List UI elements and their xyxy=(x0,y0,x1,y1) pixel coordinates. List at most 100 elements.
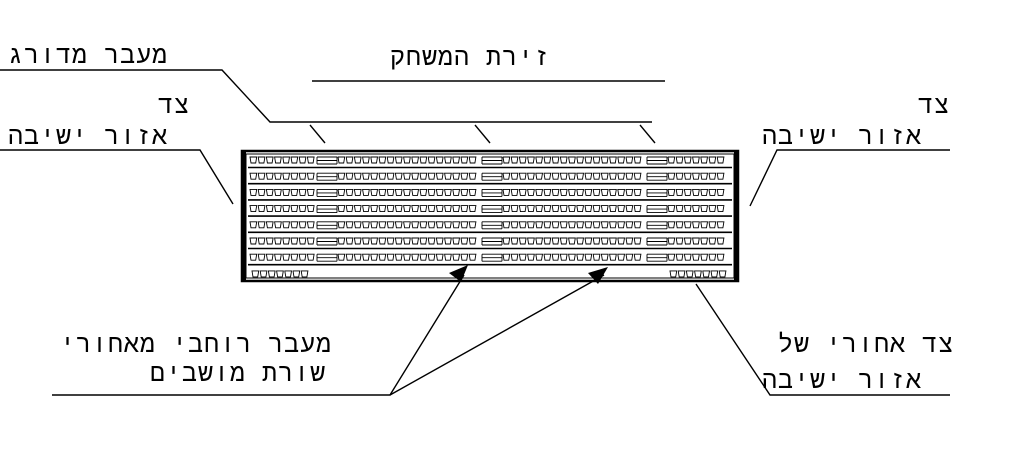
seat xyxy=(667,205,676,213)
seat xyxy=(592,156,601,164)
seat xyxy=(584,205,593,213)
seat xyxy=(675,253,684,261)
seat xyxy=(337,237,346,245)
seat xyxy=(265,188,274,196)
seat xyxy=(403,205,411,213)
seat xyxy=(257,237,266,245)
seat xyxy=(510,237,519,245)
right-side-leader xyxy=(749,149,950,207)
seat xyxy=(510,156,519,164)
seat xyxy=(576,253,585,261)
seat xyxy=(675,237,684,245)
seat xyxy=(394,237,403,245)
seat xyxy=(370,205,379,213)
seat xyxy=(353,237,362,245)
seat xyxy=(345,221,354,229)
seat xyxy=(592,221,601,229)
seat xyxy=(518,172,527,180)
seat xyxy=(584,188,593,196)
seat xyxy=(435,237,444,245)
seat xyxy=(502,205,511,213)
seat xyxy=(249,237,258,245)
seat xyxy=(559,205,568,213)
seat xyxy=(576,221,585,229)
seat xyxy=(290,156,299,164)
seat xyxy=(378,188,387,196)
seat xyxy=(625,253,634,261)
seat xyxy=(274,221,282,229)
seat xyxy=(386,205,395,213)
seat xyxy=(700,221,709,229)
seat xyxy=(353,221,362,229)
seat xyxy=(306,221,315,229)
seat xyxy=(600,237,609,245)
seat xyxy=(345,172,354,180)
seat xyxy=(274,205,282,213)
seat xyxy=(251,270,260,278)
seat xyxy=(576,237,585,245)
seat xyxy=(551,237,560,245)
seat xyxy=(394,221,403,229)
seat xyxy=(362,253,370,261)
seat xyxy=(535,172,544,180)
seat xyxy=(284,270,293,278)
seat xyxy=(716,221,725,229)
seat xyxy=(625,188,634,196)
seat xyxy=(378,253,387,261)
seat xyxy=(692,237,700,245)
seat xyxy=(543,253,552,261)
seat xyxy=(600,188,609,196)
seat xyxy=(460,221,469,229)
seat xyxy=(378,156,387,164)
seat xyxy=(559,188,568,196)
seat xyxy=(452,221,461,229)
seat xyxy=(609,253,617,261)
seat xyxy=(435,253,444,261)
seat xyxy=(716,156,725,164)
seat xyxy=(543,188,552,196)
seat xyxy=(403,156,411,164)
seat xyxy=(353,156,362,164)
seat xyxy=(370,237,379,245)
seat xyxy=(633,205,642,213)
seat xyxy=(306,188,315,196)
seat xyxy=(584,237,593,245)
seat xyxy=(298,172,307,180)
seat xyxy=(403,221,411,229)
seat xyxy=(411,188,420,196)
seat xyxy=(460,205,469,213)
seat xyxy=(362,221,370,229)
seat xyxy=(282,237,291,245)
seat xyxy=(708,237,717,245)
seat xyxy=(600,156,609,164)
seat xyxy=(667,188,676,196)
seat xyxy=(419,172,428,180)
seat xyxy=(362,188,370,196)
seat xyxy=(345,188,354,196)
seat xyxy=(568,172,576,180)
seat xyxy=(568,253,576,261)
seat xyxy=(551,205,560,213)
seat xyxy=(444,188,452,196)
seat xyxy=(282,205,291,213)
seat xyxy=(427,237,436,245)
seat xyxy=(716,188,725,196)
seat xyxy=(692,205,700,213)
seat xyxy=(468,221,477,229)
seat xyxy=(362,156,370,164)
seat xyxy=(403,172,411,180)
seat xyxy=(667,221,676,229)
seat xyxy=(411,253,420,261)
seat xyxy=(700,237,709,245)
seat xyxy=(675,188,684,196)
seat xyxy=(394,188,403,196)
seat xyxy=(444,237,452,245)
seat xyxy=(609,221,617,229)
seat xyxy=(716,237,725,245)
seat xyxy=(411,221,420,229)
seat xyxy=(576,156,585,164)
seat xyxy=(559,237,568,245)
seat xyxy=(468,188,477,196)
seat xyxy=(576,188,585,196)
seat xyxy=(683,188,692,196)
